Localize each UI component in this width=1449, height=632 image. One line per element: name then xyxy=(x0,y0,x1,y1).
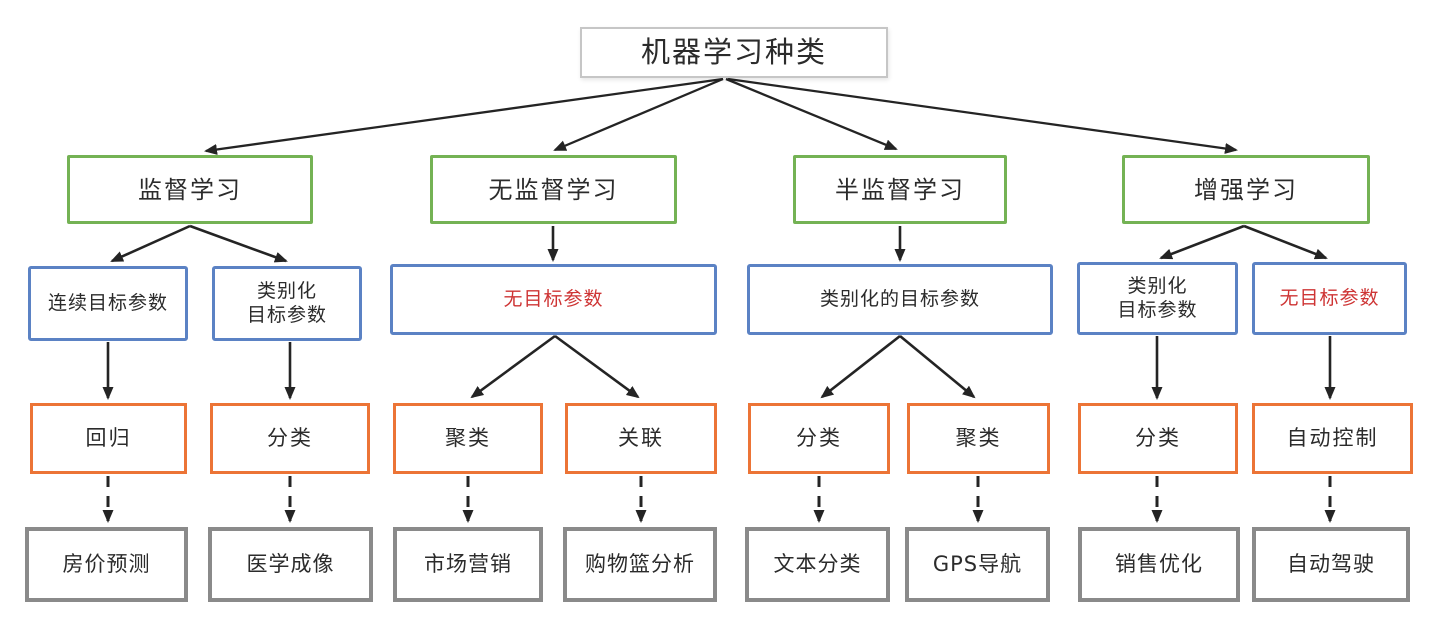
node-regression: 回归 xyxy=(30,403,187,474)
node-reinforcement-learning: 增强学习 xyxy=(1122,155,1370,224)
node-clustering-unsupervised: 聚类 xyxy=(393,403,543,474)
node-no-target-params-reinforcement: 无目标参数 xyxy=(1252,262,1407,335)
node-association: 关联 xyxy=(565,403,717,474)
node-sales-optimization: 销售优化 xyxy=(1078,527,1240,602)
edge-root-reinforcement xyxy=(727,77,1238,154)
node-autonomous-driving: 自动驾驶 xyxy=(1252,527,1410,602)
node-unsupervised-learning: 无监督学习 xyxy=(430,155,677,224)
node-continuous-target-params: 连续目标参数 xyxy=(28,266,188,341)
node-basket-analysis: 购物篮分析 xyxy=(563,527,717,602)
node-house-price-prediction: 房价预测 xyxy=(25,527,188,602)
edge-root-unsupervised xyxy=(553,77,724,152)
edge-notarget-clustering xyxy=(470,334,556,399)
edge-supervised-continuous xyxy=(110,224,191,263)
edge-reinforcement-notarget xyxy=(1243,224,1328,260)
node-auto-control: 自动控制 xyxy=(1252,403,1413,474)
node-clustering-semi: 聚类 xyxy=(907,403,1050,474)
node-classification-supervised: 分类 xyxy=(210,403,370,474)
node-medical-imaging: 医学成像 xyxy=(208,527,373,602)
node-no-target-params-unsupervised: 无目标参数 xyxy=(390,264,717,335)
edge-categorical-semi-clustering xyxy=(899,334,976,399)
node-text-classification: 文本分类 xyxy=(745,527,890,602)
node-root-ml-types: 机器学习种类 xyxy=(580,27,888,78)
node-supervised-learning: 监督学习 xyxy=(67,155,313,224)
node-categorical-target-params-supervised: 类别化 目标参数 xyxy=(212,266,362,341)
node-marketing: 市场营销 xyxy=(393,527,543,602)
edge-reinforcement-categorical xyxy=(1159,224,1245,260)
node-classification-reinforcement: 分类 xyxy=(1078,403,1238,474)
edge-supervised-categorical xyxy=(189,224,288,263)
node-categorical-target-params-reinforcement: 类别化 目标参数 xyxy=(1077,262,1238,335)
edge-categorical-semi-classification xyxy=(820,334,901,399)
node-gps-navigation: GPS导航 xyxy=(905,527,1050,602)
node-classification-semi: 分类 xyxy=(748,403,890,474)
edge-notarget-association xyxy=(554,334,640,399)
edge-root-semi-supervised xyxy=(725,77,898,151)
node-categorical-target-params-semi: 类别化的目标参数 xyxy=(747,264,1053,335)
node-semi-supervised-learning: 半监督学习 xyxy=(793,155,1007,224)
edge-root-supervised xyxy=(204,77,724,155)
